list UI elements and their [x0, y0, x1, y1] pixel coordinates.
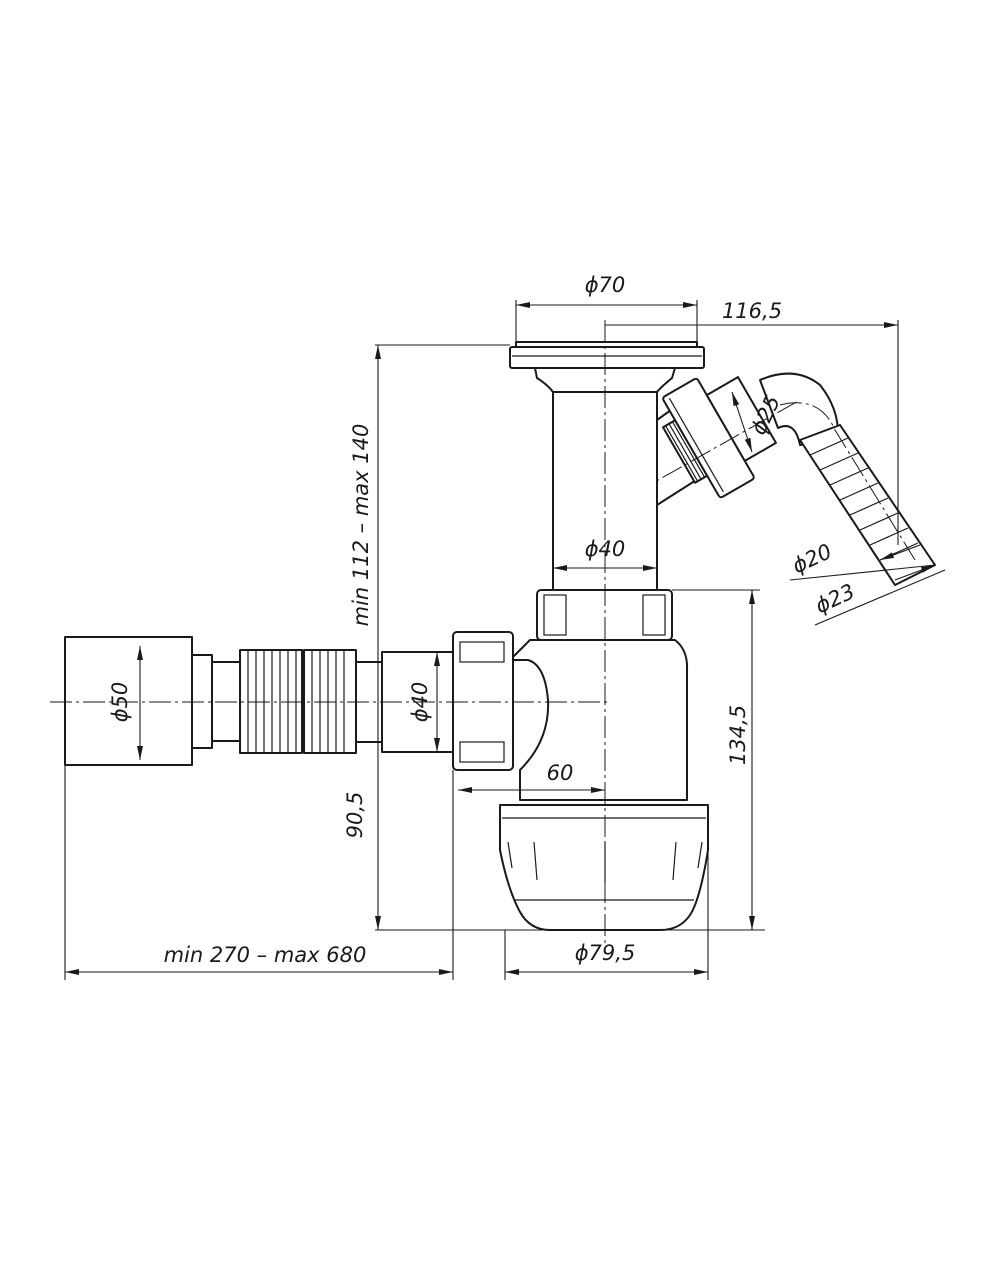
dim-tube-diameter: ϕ40: [585, 537, 626, 561]
dim-outlet-offset: 60: [547, 761, 574, 785]
dim-outlet-diameter: ϕ40: [408, 682, 432, 723]
bowl: [499, 804, 709, 931]
siphon-body: [452, 341, 709, 931]
dim-length-range: min 270 – max 680: [164, 943, 367, 967]
dim-outlet-height: 90,5: [343, 792, 367, 839]
dim-flange-diameter: ϕ70: [585, 273, 626, 297]
dim-branch-offset: 116,5: [722, 299, 782, 323]
side-nut: [452, 631, 514, 771]
pipe-50: [64, 636, 193, 766]
dim-bowl-diameter: ϕ79,5: [575, 941, 636, 965]
dim-hose-outer-diameter: ϕ23: [812, 579, 859, 618]
dim-height-range: min 112 – max 140: [349, 424, 373, 627]
dim-total-height: 134,5: [726, 705, 750, 765]
flange: [509, 346, 705, 369]
dim-hose-inner-diameter: ϕ20: [789, 539, 836, 578]
dim-pipe-diameter: ϕ50: [108, 682, 132, 723]
